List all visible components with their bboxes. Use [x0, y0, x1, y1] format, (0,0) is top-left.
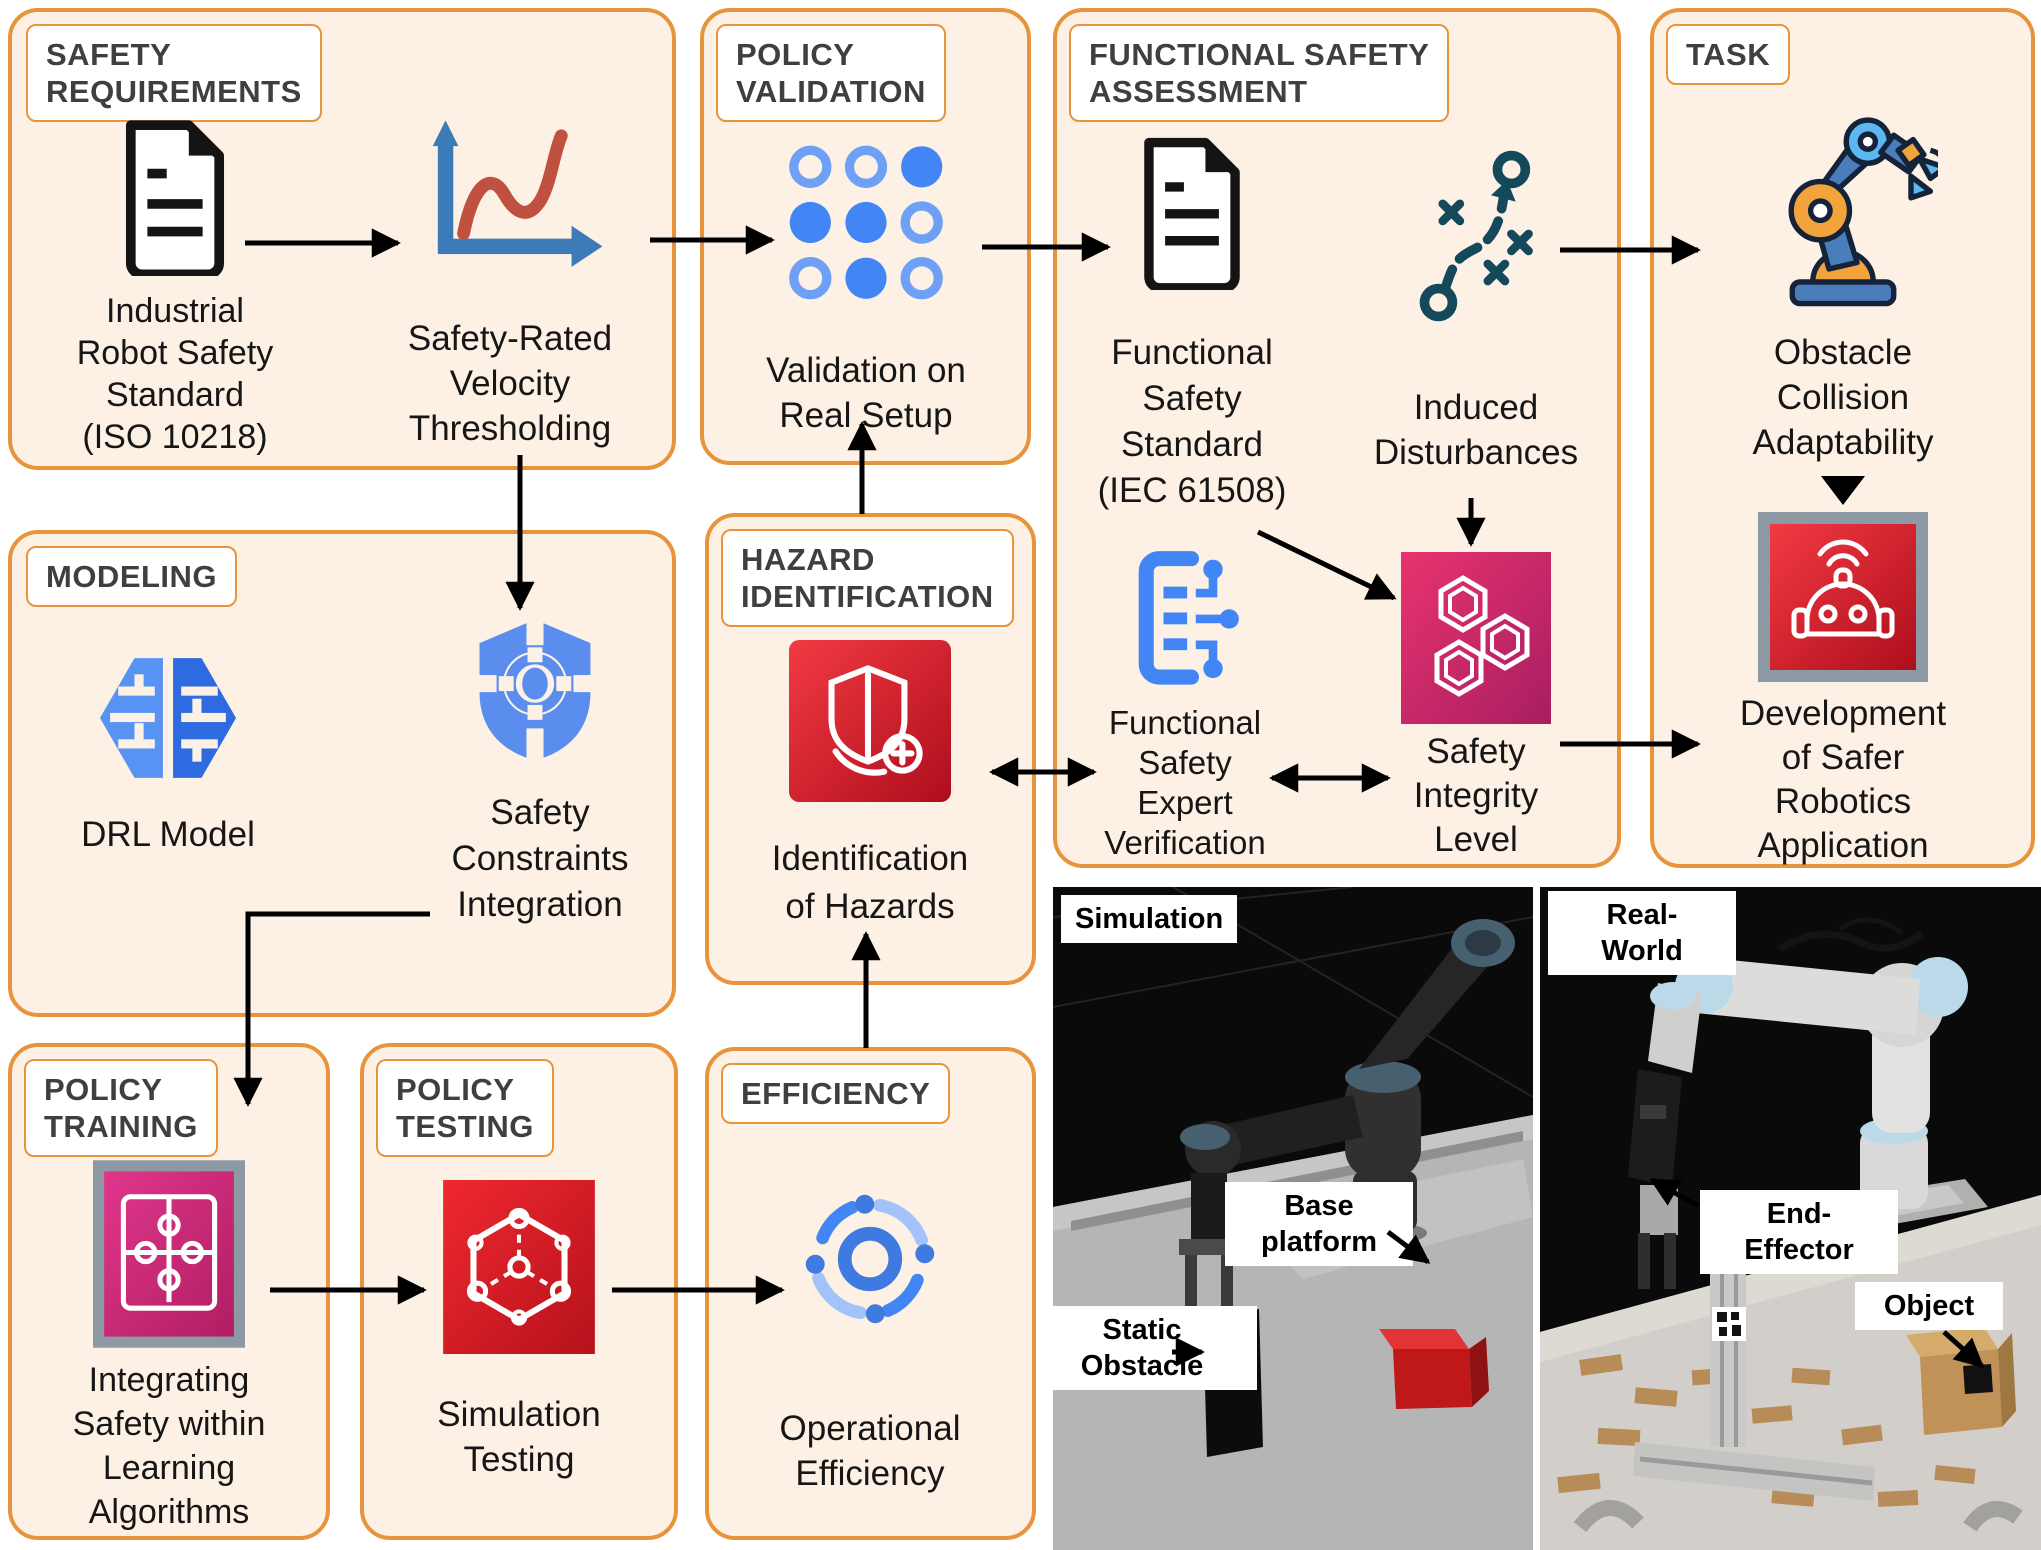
- hexagons-icon: [1401, 552, 1551, 729]
- panel-efficiency: [705, 1047, 1036, 1540]
- caption-safety-rated-velocity-thresholding: Safety-Rated Velocity Thresholding: [407, 319, 613, 448]
- simulation-photo: [1053, 887, 1533, 1550]
- caption-obstacle-collision-adaptability: Obstacle Collision Adaptability: [1752, 333, 1934, 462]
- caption-development-of-safer-robotics-application: Development of Safer Robotics Applicatio…: [1739, 694, 1947, 865]
- panel-task: [1650, 8, 2035, 868]
- strategy-icon: [1417, 150, 1535, 327]
- puzzle-icon: [93, 1160, 245, 1353]
- section-label-efficiency: EFFICIENCY: [721, 1063, 951, 1124]
- orbit-icon: [791, 1180, 949, 1343]
- caption-simulation-testing: Simulation Testing: [437, 1395, 601, 1479]
- caption-operational-efficiency: Operational Efficiency: [779, 1409, 961, 1493]
- document-icon: [1136, 135, 1249, 295]
- caption-functional-safety-standard: Functional Safety Standard (IEC 61508): [1097, 333, 1287, 510]
- caption-industrial-robot-safety-standard: Industrial Robot Safety Standard (ISO 10…: [76, 292, 274, 456]
- section-label-modeling: MODELING: [26, 546, 238, 607]
- photo-label-simulation: Simulation: [1061, 895, 1238, 943]
- robot-arm-icon: [1748, 105, 1949, 315]
- hex-network-icon: [443, 1180, 595, 1359]
- photo-label-end-effector: End- Effector: [1700, 1190, 1898, 1274]
- brain-icon: [91, 652, 246, 789]
- dot-matrix-icon: [784, 140, 949, 310]
- photo-label-base-platform: Base platform: [1225, 1182, 1413, 1266]
- caption-identification-of-hazards: Identification of Hazards: [771, 839, 969, 926]
- document-icon: [117, 118, 233, 281]
- caption-safety-constraints-integration: Safety Constraints Integration: [451, 793, 629, 924]
- shield-target-icon: [471, 615, 599, 770]
- checklist-circuit-icon: [1131, 550, 1239, 695]
- line-chart-icon: [425, 120, 605, 280]
- caption-induced-disturbances: Induced Disturbances: [1373, 388, 1579, 472]
- caption-drl-model: DRL Model: [81, 815, 255, 854]
- photo-label-static-obstacle: Static Obstacle: [1053, 1306, 1257, 1390]
- shield-plus-icon: [789, 640, 951, 807]
- photo-label-object: Object: [1855, 1282, 2003, 1330]
- photo-label-real-world: Real- World: [1548, 891, 1736, 975]
- caption-safety-integrity-level: Safety Integrity Level: [1413, 732, 1539, 859]
- caption-validation-on-real-setup: Validation on Real Setup: [766, 351, 966, 435]
- caption-integrating-safety-within-learning-algorithms: Integrating Safety within Learning Algor…: [72, 1361, 266, 1531]
- section-label-task: TASK: [1666, 24, 1791, 85]
- caption-functional-safety-expert-verification: Functional Safety Expert Verification: [1104, 704, 1266, 861]
- robot-app-icon: [1758, 512, 1928, 687]
